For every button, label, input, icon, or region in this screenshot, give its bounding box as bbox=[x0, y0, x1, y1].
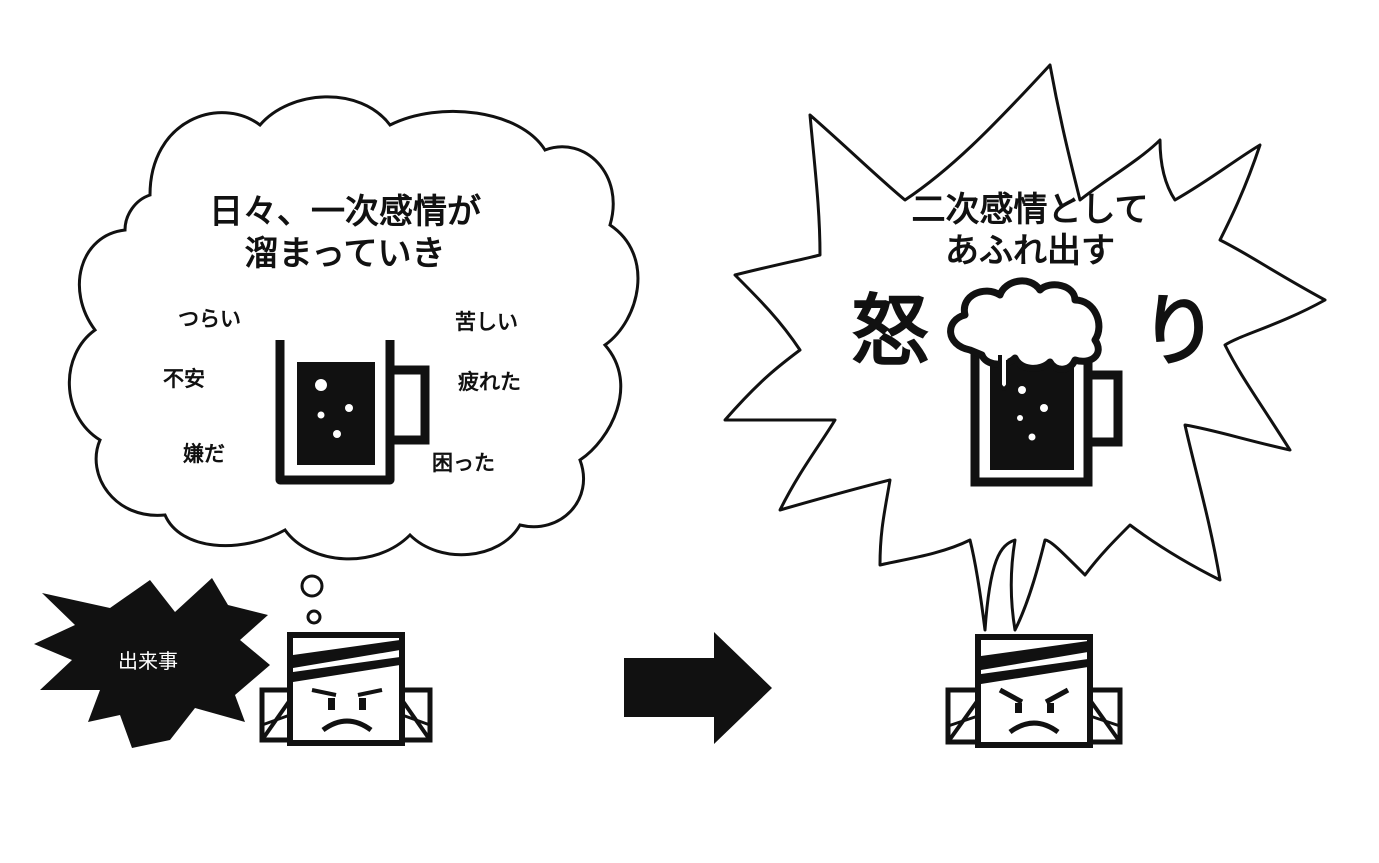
right-title-line1: 二次感情として bbox=[911, 190, 1149, 230]
anger-character-right: り bbox=[1140, 287, 1219, 377]
thought-bubble-large bbox=[300, 574, 324, 598]
emotion-word: 不安 bbox=[163, 367, 205, 391]
right-arrow-icon bbox=[624, 632, 772, 744]
left-title-line1: 日々、一次感情が bbox=[209, 192, 481, 232]
explosion-burst bbox=[34, 578, 270, 748]
beer-mug-icon bbox=[275, 340, 430, 485]
angry-face-icon bbox=[945, 634, 1123, 748]
event-label: 出来事 bbox=[118, 649, 178, 673]
thought-bubble-small bbox=[306, 609, 322, 625]
worried-face-icon bbox=[259, 632, 433, 746]
anger-character-left: 怒 bbox=[851, 287, 930, 377]
emotion-word: つらい bbox=[178, 307, 241, 331]
emotion-word: 疲れた bbox=[458, 370, 521, 394]
overflowing-beer-mug-icon bbox=[947, 277, 1123, 487]
right-title-line2: あふれ出す bbox=[945, 231, 1115, 271]
emotion-word: 苦しい bbox=[455, 310, 518, 334]
emotion-word: 嫌だ bbox=[183, 442, 225, 466]
emotion-word: 困った bbox=[432, 451, 495, 475]
thought-cloud bbox=[67, 95, 640, 561]
left-title-line2: 溜まっていき bbox=[244, 234, 446, 274]
